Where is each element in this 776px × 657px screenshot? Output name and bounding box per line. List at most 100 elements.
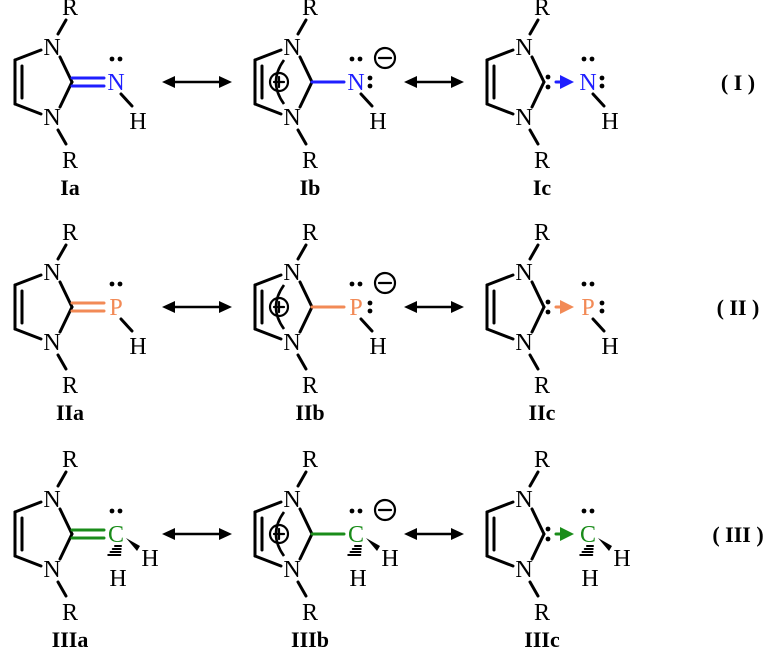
hydrogen-label: H — [349, 566, 366, 592]
wedge-bond — [598, 538, 612, 551]
lone-pair-dot — [117, 56, 123, 62]
row-3: ( III ) — [712, 522, 763, 547]
resonance-arrow — [162, 76, 232, 88]
arrow-head-left — [404, 528, 417, 540]
bond-n3-c4 — [253, 327, 283, 341]
exocyclic-atom-label: P — [581, 295, 594, 321]
dative-arrow-head — [560, 75, 574, 89]
bond-n1-c2 — [298, 55, 314, 84]
resonance-arrow — [404, 528, 464, 540]
lone-pair-dot — [367, 300, 373, 306]
carbene-lone-pair-dot — [545, 84, 551, 90]
lone-pair-dot — [357, 281, 363, 287]
carbene-lone-pair-dot — [545, 309, 551, 315]
exocyclic-atom-label: N — [107, 70, 124, 96]
bond-n1-c2 — [530, 55, 546, 84]
lone-pair-dot — [581, 56, 587, 62]
row-2: ( II ) — [717, 295, 760, 320]
hydrogen-label: H — [381, 546, 398, 572]
structure-label: IIc — [529, 400, 556, 425]
negative-charge-circle — [373, 498, 397, 522]
r-group-bottom: R — [62, 148, 78, 174]
bond-n3-c2 — [530, 305, 546, 334]
bond-n1-c2 — [530, 507, 546, 536]
ring-n-bottom-label: N — [43, 105, 60, 131]
dative-arrow-head — [560, 300, 574, 314]
carbene-lone-pair-dot — [545, 299, 551, 305]
row-label: ( II ) — [717, 295, 760, 320]
bond-n-r-top — [296, 18, 308, 36]
resonance-arrow — [404, 301, 464, 313]
r-group-bottom: R — [302, 373, 318, 399]
bond-n1-c2 — [298, 507, 314, 536]
bond-n-r-top — [56, 18, 68, 36]
resonance-arrow — [404, 76, 464, 88]
row-label: ( III ) — [712, 522, 763, 547]
ring-n-top-label: N — [43, 260, 60, 286]
ring-n-bottom-label: N — [515, 105, 532, 131]
ring-n-top-label: N — [515, 260, 532, 286]
negative-charge-circle — [373, 271, 397, 295]
bond-x-h — [591, 92, 606, 108]
dative-arrow-head — [560, 527, 574, 541]
lone-pair-dot — [367, 75, 373, 81]
r-group-bottom: R — [62, 373, 78, 399]
positive-charge-circle — [268, 296, 290, 318]
hydrogen-label: H — [129, 334, 146, 360]
hydrogen-label: H — [141, 546, 158, 572]
positive-charge-circle — [268, 523, 290, 545]
r-group-bottom: R — [302, 600, 318, 626]
bond-n3-c4 — [485, 327, 515, 341]
arrow-head-left — [162, 301, 175, 313]
bond-n3-c2 — [298, 532, 314, 561]
wedge-bond — [366, 538, 380, 551]
r-group-bottom: R — [534, 373, 550, 399]
bond-n3-c2 — [298, 80, 314, 109]
lone-pair-dot — [589, 56, 595, 62]
bond-n-r-bottom — [528, 128, 540, 146]
arrow-head-right — [451, 76, 464, 88]
arrow-head-right — [451, 301, 464, 313]
lone-pair-dot — [109, 281, 115, 287]
bond-n3-c2 — [298, 305, 314, 334]
negative-charge-circle — [373, 46, 397, 70]
arrow-head-right — [219, 301, 232, 313]
exocyclic-atom-label: P — [349, 295, 362, 321]
arrow-head-left — [404, 301, 417, 313]
structure-label: IIa — [56, 400, 84, 425]
lone-pair-dot — [367, 308, 373, 314]
exocyclic-atom-label: P — [109, 295, 122, 321]
hydrogen-label: H — [601, 334, 618, 360]
bond-n3-c4 — [253, 102, 283, 116]
ring-n-bottom-label: N — [43, 557, 60, 583]
bond-n3-c2 — [58, 305, 74, 334]
r-group-top: R — [302, 0, 318, 21]
bond-n1-c2 — [58, 280, 74, 309]
lone-pair-dot — [349, 508, 355, 514]
r-group-top: R — [534, 220, 550, 246]
ring-n-top-label: N — [515, 487, 532, 513]
lone-pair-dot — [357, 508, 363, 514]
lone-pair-dot — [581, 508, 587, 514]
structure-label: Ia — [60, 175, 80, 200]
structure-label: Ib — [300, 175, 321, 200]
lone-pair-dot — [109, 56, 115, 62]
lone-pair-dot — [589, 281, 595, 287]
arrow-head-right — [219, 76, 232, 88]
hydrogen-label: H — [613, 546, 630, 572]
structure-label: IIIc — [524, 627, 560, 652]
lone-pair-dot — [599, 75, 605, 81]
wedge-bond — [126, 538, 140, 551]
ring-n-top-label: N — [43, 35, 60, 61]
arrow-head-left — [162, 528, 175, 540]
lone-pair-dot — [599, 308, 605, 314]
resonance-arrow — [162, 528, 232, 540]
row-1: ( I ) — [721, 70, 755, 95]
lone-pair-dot — [117, 508, 123, 514]
bond-n-r-top — [56, 243, 68, 261]
